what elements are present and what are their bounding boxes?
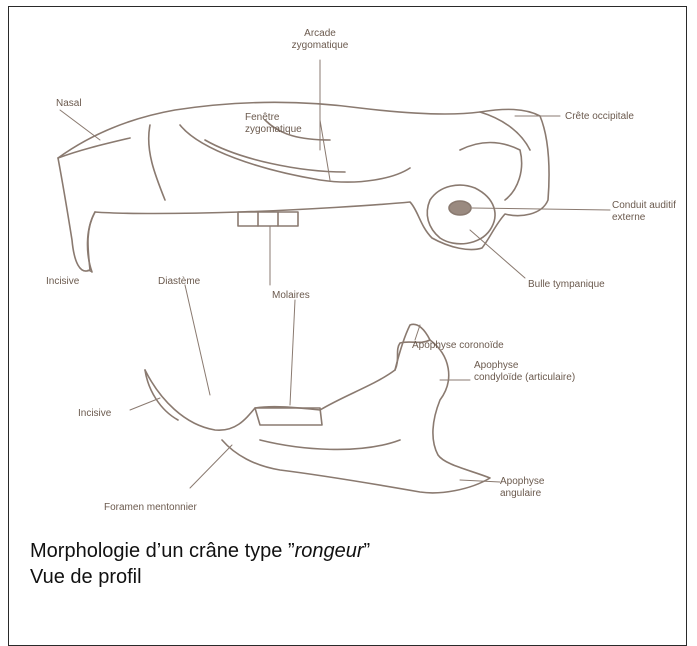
nasal-ridge: [58, 138, 130, 158]
label-apophyse-condyloide: Apophyse condyloïde (articulaire): [474, 360, 575, 384]
cranium-outline: [58, 102, 549, 271]
leader-bulle: [470, 230, 525, 278]
label-arcade-line2: zygomatique: [270, 40, 370, 52]
label-conduit-line1: Conduit auditif: [612, 200, 676, 212]
label-angulaire-line2: angulaire: [500, 488, 544, 500]
label-fenetre-line2: zygomatique: [245, 124, 302, 136]
label-foramen-mentonnier: Foramen mentonnier: [104, 502, 197, 514]
caption-line1-prefix: Morphologie d’un crâne type ”: [30, 540, 295, 562]
label-angulaire-line1: Apophyse: [500, 476, 544, 488]
auditory-canal: [449, 201, 471, 215]
mandible-outline: [145, 340, 490, 493]
figure-caption: Morphologie d’un crâne type ”rongeur” Vu…: [30, 538, 370, 590]
label-condyloide-line2: condyloïde (articulaire): [474, 372, 575, 384]
caption-line1: Morphologie d’un crâne type ”rongeur”: [30, 538, 370, 564]
label-nasal: Nasal: [56, 98, 82, 110]
label-fenetre-line1: Fenêtre: [245, 112, 302, 124]
label-conduit-line2: externe: [612, 212, 676, 224]
label-apophyse-angulaire: Apophyse angulaire: [500, 476, 544, 500]
label-condyloide-line1: Apophyse: [474, 360, 575, 372]
label-crete-occipitale: Crête occipitale: [565, 111, 634, 123]
label-apophyse-coronoide: Apophyse coronoïde: [412, 340, 504, 352]
label-arcade-zygomatique: Arcade zygomatique: [270, 28, 370, 52]
skull-diagram: [0, 0, 697, 520]
leader-nasal: [60, 110, 100, 140]
leader-coronoide: [415, 325, 420, 340]
upper-molars: [238, 212, 298, 226]
leader-molaires-low: [290, 300, 295, 405]
label-conduit-auditif: Conduit auditif externe: [612, 200, 676, 224]
leader-foramen: [190, 445, 232, 488]
leader-incisive-bottom: [130, 398, 160, 410]
label-bulle-tympanique: Bulle tympanique: [528, 279, 605, 291]
leader-diasteme: [185, 285, 210, 395]
caption-line1-italic: rongeur: [295, 540, 364, 562]
caption-line1-suffix: ”: [364, 540, 371, 562]
label-incisive-top: Incisive: [46, 276, 79, 288]
label-fenetre-zygomatique: Fenêtre zygomatique: [245, 112, 302, 136]
label-incisive-bottom: Incisive: [78, 408, 111, 420]
label-molaires: Molaires: [272, 290, 310, 302]
label-diasteme: Diastème: [158, 276, 200, 288]
caption-line2: Vue de profil: [30, 564, 370, 590]
mandible-molars: [255, 408, 322, 425]
label-arcade-line1: Arcade: [270, 28, 370, 40]
leader-angulaire: [460, 480, 500, 482]
